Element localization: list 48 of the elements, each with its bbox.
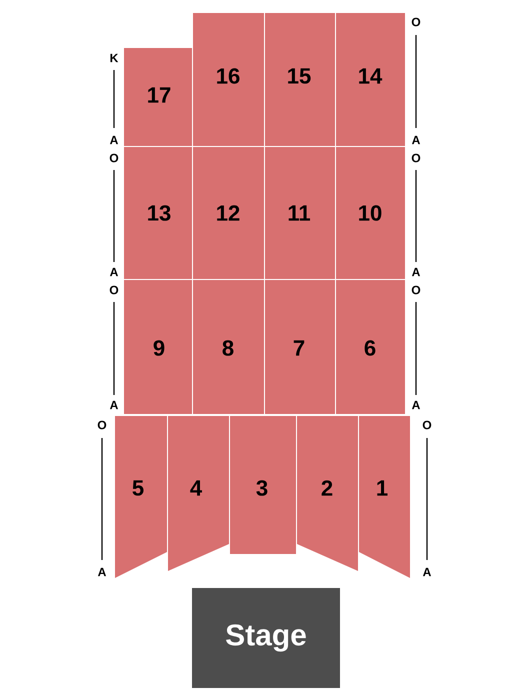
node-label: 1: [377, 480, 388, 496]
seating-section: 4: [168, 416, 229, 571]
row-letter: A: [110, 136, 118, 144]
node-label: 3: [256, 480, 268, 496]
row-letter: A: [412, 268, 420, 276]
node-label: 7: [294, 340, 304, 356]
node-label: 12: [217, 205, 240, 221]
row-letter: O: [412, 154, 420, 162]
seating-section: 5: [115, 416, 167, 578]
node-label: 6: [364, 340, 376, 356]
node-label: 11: [288, 205, 310, 221]
seating-section: 10: [336, 147, 405, 279]
node-label: 4: [190, 480, 202, 496]
node-label: 16: [217, 68, 240, 84]
row-letter: A: [110, 400, 118, 410]
node-label: 5: [132, 480, 144, 496]
seating-section: 8: [193, 280, 264, 414]
node-label: 14: [359, 68, 382, 84]
row-letter: A: [422, 568, 432, 576]
row-letter: O: [412, 286, 420, 294]
row-letter: O: [98, 420, 106, 430]
seating-section: 16: [193, 13, 264, 146]
seating-section: 9: [124, 280, 192, 414]
row-letter: O: [422, 420, 432, 430]
node-label: 2: [322, 480, 332, 496]
node-label: 13: [148, 205, 170, 221]
seating-section: 14: [336, 13, 405, 146]
row-letter: A: [110, 268, 118, 276]
seating-section: 13: [124, 147, 192, 279]
node-label: 8: [222, 340, 234, 356]
seating-section: 7: [265, 280, 335, 414]
seating-section: 12: [193, 147, 264, 279]
node-label: 10: [359, 205, 382, 221]
seating-section: 17: [124, 48, 192, 146]
node-label: 15: [288, 68, 311, 84]
seating-section: 11: [265, 147, 335, 279]
row-letter: O: [110, 286, 118, 294]
seating-section: 1: [359, 416, 410, 578]
row-letter: A: [412, 400, 420, 410]
row-letter: O: [110, 154, 118, 162]
seating-section: 3: [230, 416, 296, 554]
row-letter: A: [412, 136, 420, 144]
seating-section: 6: [336, 280, 405, 414]
stage: Stage: [192, 588, 340, 688]
seating-section: 15: [265, 13, 335, 146]
node-label: 9: [154, 340, 164, 356]
node-label: 17: [148, 87, 170, 103]
seating-section: 2: [297, 416, 358, 571]
